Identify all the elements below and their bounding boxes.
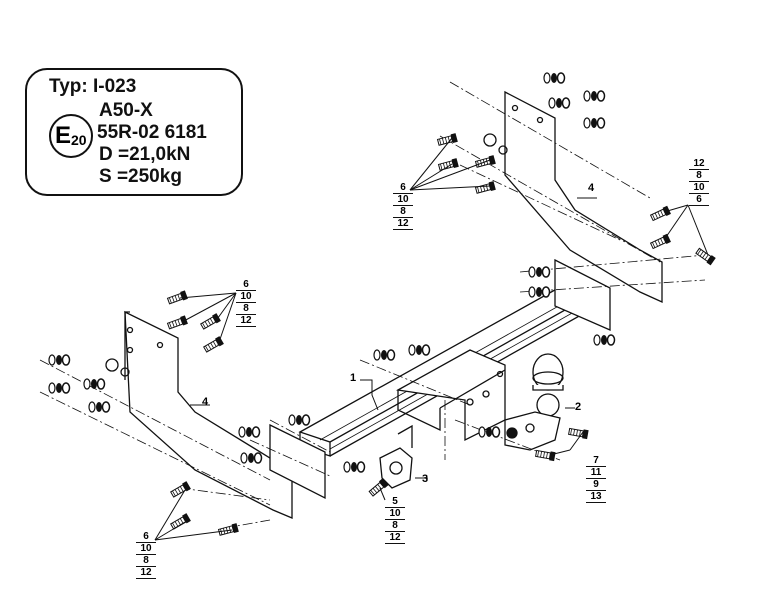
approval-plate: Typ: I-023 A50-X E 20 55R-02 6181 D =21,…	[25, 68, 243, 196]
tow-ball-coupling	[504, 353, 564, 451]
callout-2: 2	[575, 401, 582, 413]
stack-entry: 12	[236, 314, 256, 327]
stack-entry: 12	[136, 566, 156, 579]
stack-entry: 10	[393, 193, 413, 205]
callout-1: 1	[350, 372, 357, 384]
s-value: S =250kg	[99, 166, 182, 187]
e-mark-logo: E 20	[49, 114, 93, 158]
stack-entry: 6	[689, 193, 709, 206]
type-label: Typ: I-023	[49, 76, 137, 97]
e-mark-letter: E	[55, 122, 72, 149]
stack-entry: 8	[385, 519, 405, 531]
callout-4-left: 4	[202, 396, 209, 408]
socket-plate	[379, 424, 413, 489]
stack-entry: 10	[236, 290, 256, 302]
part-stack-right-far: 12 8 10 6	[689, 158, 709, 206]
stack-entry: 12	[393, 217, 413, 230]
callout-4-right: 4	[588, 182, 595, 194]
stack-entry: 8	[236, 302, 256, 314]
approval-number: 55R-02 6181	[97, 122, 207, 143]
e-mark-number: 20	[71, 132, 87, 148]
stack-entry: 6	[400, 182, 406, 193]
stack-entry: 6	[243, 279, 249, 290]
d-value: D =21,0kN	[99, 144, 191, 165]
stack-entry: 12	[385, 531, 405, 544]
stack-entry: 12	[693, 158, 705, 169]
part-stack-ball: 7 11 9 13	[586, 455, 606, 503]
part-stack-socket: 5 10 8 12	[385, 496, 405, 544]
model-label: A50-X	[99, 100, 153, 121]
stack-entry: 10	[385, 507, 405, 519]
leader-lines	[154, 137, 709, 541]
stack-entry: 8	[689, 169, 709, 181]
stack-entry: 5	[392, 496, 398, 507]
main-crossbar	[298, 285, 592, 457]
stack-entry: 6	[143, 531, 149, 542]
stack-entry: 8	[393, 205, 413, 217]
axis-lines	[39, 81, 706, 529]
part-stack-left-top: 6 10 8 12	[236, 279, 256, 327]
left-side-bracket	[105, 310, 326, 519]
stack-entry: 10	[689, 181, 709, 193]
stack-entry: 9	[586, 478, 606, 490]
stack-entry: 10	[136, 542, 156, 554]
right-side-bracket	[483, 90, 663, 331]
stack-entry: 11	[586, 466, 606, 478]
part-stack-left-bottom: 6 10 8 12	[136, 531, 156, 579]
callout-3: 3	[422, 473, 429, 485]
stack-entry: 7	[593, 455, 599, 466]
stack-entry: 8	[136, 554, 156, 566]
stack-entry: 13	[586, 490, 606, 503]
part-stack-right-top: 6 10 8 12	[393, 182, 413, 230]
